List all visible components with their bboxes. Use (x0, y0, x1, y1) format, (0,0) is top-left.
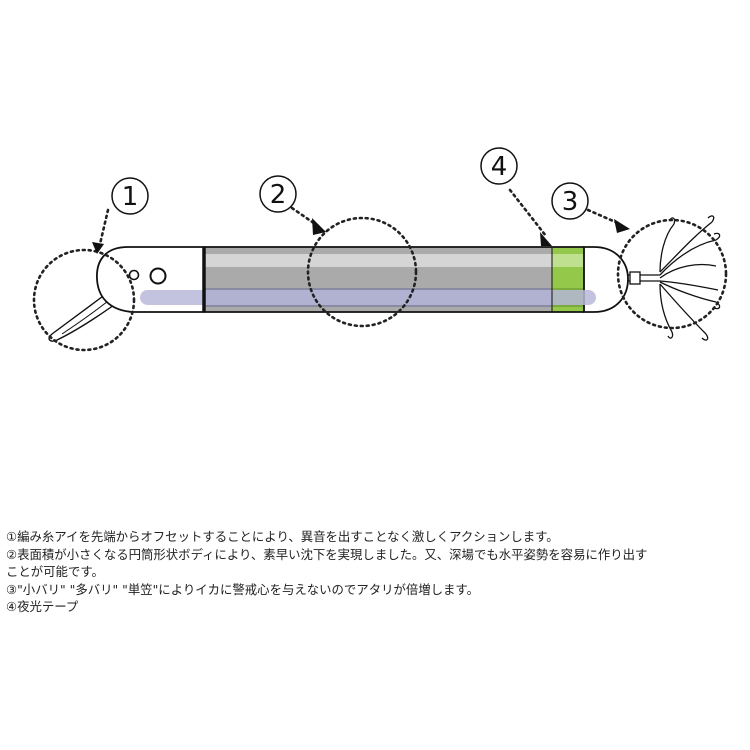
callout-2: 2 (259, 175, 297, 213)
callout-2-number: 2 (270, 180, 287, 210)
note-line-5: ④夜光テープ (6, 599, 79, 614)
squid-hook-cluster (628, 215, 721, 341)
arrowhead-2 (312, 218, 326, 235)
callout-4-number: 4 (491, 152, 508, 182)
callout-arrowheads (92, 218, 630, 254)
callout-4: 4 (480, 147, 518, 185)
callout-3-number: 3 (562, 187, 579, 217)
squid-jig-diagram: 1 2 3 4 (32, 147, 728, 352)
highlight-circle-1 (32, 248, 136, 352)
note-line-3: ことが可能です。 (6, 564, 104, 579)
callout-3: 3 (551, 182, 589, 220)
arrowhead-4 (614, 219, 630, 233)
arrowhead-3 (540, 232, 552, 246)
note-line-2: ②表面積が小さくなる円筒形状ボディにより、素早い沈下を実現しました。又、深場でも… (6, 546, 648, 562)
note-line-1: ①編み糸アイを先端からオフセットすることにより、異音を出すことなく激しくアクショ… (6, 529, 559, 544)
arrowhead-1 (92, 242, 104, 254)
highlight-circle-2 (306, 216, 418, 328)
eye-icon (149, 267, 167, 285)
callout-3-circle (551, 182, 589, 220)
highlight-circles (32, 216, 728, 352)
callout-1-circle (111, 177, 149, 215)
callout-4-circle (480, 147, 518, 185)
highlight-circle-3 (616, 218, 728, 330)
callout-1: 1 (111, 177, 149, 215)
callout-1-number: 1 (122, 182, 139, 212)
lure-illustration (48, 246, 629, 342)
note-line-4: ③"小バリ" "多バリ" "単笠"によりイカに警戒心を与えないのでアタリが倍増し… (6, 581, 479, 597)
light-band (140, 290, 596, 305)
line-eye-ring-icon (128, 269, 140, 281)
feature-notes: ①編み糸アイを先端からオフセットすることにより、異音を出すことなく激しくアクショ… (6, 528, 746, 616)
callout-2-circle (259, 175, 297, 213)
